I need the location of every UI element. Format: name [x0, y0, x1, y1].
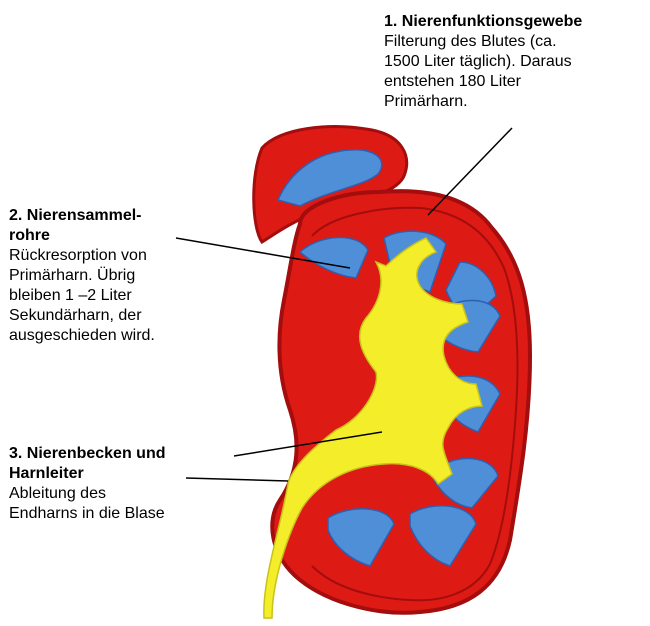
label-title-line: 3. Nierenbecken und: [9, 444, 229, 464]
label-desc-line: Sekundärharn, der: [9, 306, 209, 326]
label-desc-line: Filterung des Blutes (ca.: [384, 32, 650, 52]
label-desc-line: bleiben 1 –2 Liter: [9, 286, 209, 306]
label-desc-line: Ableitung des: [9, 484, 229, 504]
label-title-line: Harnleiter: [9, 464, 229, 484]
label-nierensammelrohre: 2. Nierensammel- rohre Rückresorption vo…: [9, 206, 209, 346]
label-desc-line: Endharns in die Blase: [9, 504, 229, 524]
label-title-line: 2. Nierensammel-: [9, 206, 209, 226]
label-desc-line: Primärharn. Übrig: [9, 266, 209, 286]
leader-line-1: [428, 128, 512, 215]
label-desc-line: ausgeschieden wird.: [9, 326, 209, 346]
label-title-line: rohre: [9, 226, 209, 246]
label-title: 1. Nierenfunktionsgewebe: [384, 12, 650, 32]
label-nierenbecken-harnleiter: 3. Nierenbecken und Harnleiter Ableitung…: [9, 444, 229, 524]
label-desc-line: Primärharn.: [384, 92, 650, 112]
label-desc-line: 1500 Liter täglich). Daraus: [384, 52, 650, 72]
label-desc-line: entstehen 180 Liter: [384, 72, 650, 92]
label-desc-line: Rückresorption von: [9, 246, 209, 266]
label-nierenfunktionsgewebe: 1. Nierenfunktionsgewebe Filterung des B…: [384, 12, 650, 112]
